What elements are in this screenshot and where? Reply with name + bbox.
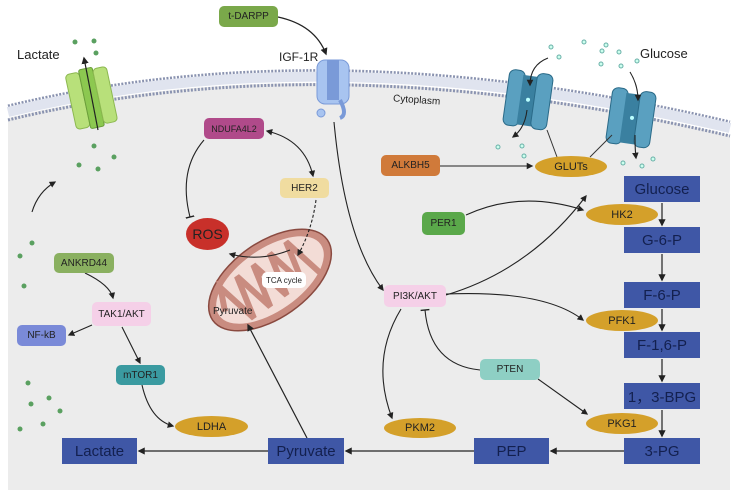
pten-node: PTEN [480, 359, 540, 380]
tca-cycle-label: TCA cycle [262, 272, 306, 288]
ldha-enzyme: LDHA [175, 416, 248, 437]
her2-node: HER2 [280, 178, 329, 198]
lactate-molecules [17, 38, 117, 432]
mitochondrial-pyruvate-label: Pyruvate [213, 306, 253, 317]
g6p-metabolite: G-6-P [624, 227, 700, 253]
glut-channel-icon [605, 87, 657, 149]
pep-metabolite: PEP [474, 438, 549, 464]
pkg1-enzyme: PKG1 [586, 413, 658, 434]
13bpg-metabolite: 1，3-BPG [624, 383, 700, 409]
pyruvate-metabolite: Pyruvate [268, 438, 344, 464]
pkm2-enzyme: PKM2 [384, 418, 456, 438]
mtor1-node: mTOR1 [116, 365, 165, 385]
pfk1-enzyme: PFK1 [586, 310, 658, 331]
glut-channel-icon [502, 69, 554, 131]
gluts-enzyme: GLUTs [535, 156, 607, 177]
nf-kb-node: NF-kB [17, 325, 66, 346]
ndufa4l2-node: NDUFA4L2 [204, 118, 264, 139]
glucose-extracellular-label: Glucose [640, 46, 688, 61]
f16p-metabolite: F-1,6-P [624, 332, 700, 358]
ros-node: ROS [186, 218, 229, 250]
igf1r-receptor-icon [316, 59, 350, 120]
t-darpp-node: t-DARPP [219, 6, 278, 27]
lactate-metabolite: Lactate [62, 438, 137, 464]
glucose-molecules [495, 39, 656, 169]
3pg-metabolite: 3-PG [624, 438, 700, 464]
per1-node: PER1 [422, 212, 465, 235]
cytoplasm-region [8, 82, 730, 490]
ankrd44-node: ANKRD44 [54, 253, 114, 273]
lactate-extracellular-label: Lactate [17, 47, 60, 62]
glucose-metabolite: Glucose [624, 176, 700, 202]
hk2-enzyme: HK2 [586, 204, 658, 225]
f6p-metabolite: F-6-P [624, 282, 700, 308]
igf1r-label: IGF-1R [279, 50, 319, 64]
tak1-akt-node: TAK1/AKT [92, 302, 151, 326]
pi3k-akt-node: PI3K/AKT [384, 285, 446, 307]
alkbh5-node: ALKBH5 [381, 155, 440, 176]
